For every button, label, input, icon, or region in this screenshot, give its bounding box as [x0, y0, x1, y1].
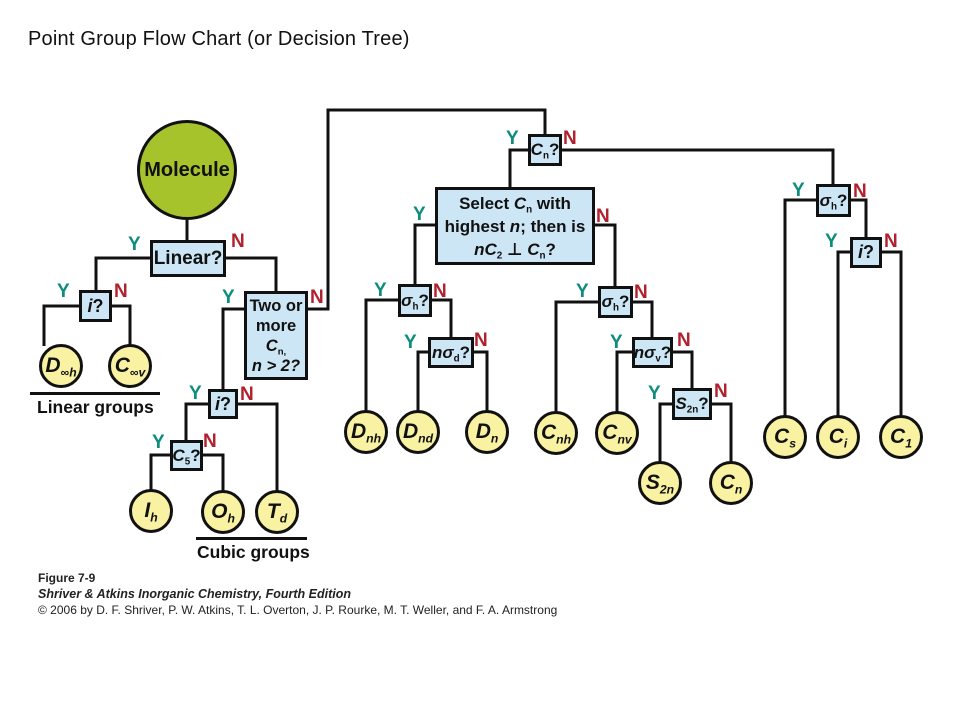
- yes-label: Y: [648, 383, 661, 404]
- decision-n-sigma-d: nσd?: [428, 337, 474, 368]
- figure-number: Figure 7-9: [38, 571, 96, 585]
- no-label: N: [114, 281, 128, 302]
- yes-label: Y: [128, 234, 141, 255]
- result-ci: Ci: [816, 415, 860, 459]
- result-cnv: Cnv: [595, 411, 639, 455]
- result-cn: Cn: [709, 461, 753, 505]
- decision-two-or-more-cn: Two or more Cn, n > 2?: [244, 291, 308, 380]
- decision-inversion-2: i?: [208, 389, 238, 419]
- decision-sigma-h-left: σh?: [398, 284, 432, 317]
- yes-label: Y: [57, 281, 70, 302]
- yes-label: Y: [506, 128, 519, 149]
- result-d-infinity-h: D∞h: [39, 344, 83, 388]
- result-cnh: Cnh: [534, 411, 578, 455]
- no-label: N: [203, 431, 217, 452]
- linear-groups-rule: [30, 392, 160, 395]
- decision-inversion-3: i?: [850, 237, 882, 268]
- no-label: N: [634, 282, 648, 303]
- start-node-molecule: Molecule: [137, 120, 237, 220]
- yes-label: Y: [189, 383, 202, 404]
- result-dnh: Dnh: [344, 410, 388, 454]
- yes-label: Y: [825, 231, 838, 252]
- result-ih: Ih: [129, 489, 173, 533]
- result-s2n: S2n: [638, 461, 682, 505]
- copyright-line: © 2006 by D. F. Shriver, P. W. Atkins, T…: [38, 603, 558, 617]
- no-label: N: [310, 287, 324, 308]
- decision-select-cn-nc2: Select Cn with highest n; then is nC2 ⊥ …: [435, 187, 595, 265]
- result-dn: Dn: [465, 410, 509, 454]
- no-label: N: [433, 281, 447, 302]
- cubic-groups-label: Cubic groups: [197, 542, 310, 562]
- yes-label: Y: [792, 180, 805, 201]
- yes-label: Y: [152, 432, 165, 453]
- decision-linear: Linear?: [150, 240, 226, 277]
- no-label: N: [853, 181, 867, 202]
- cubic-groups-rule: [196, 537, 307, 540]
- no-label: N: [596, 206, 610, 227]
- page-title: Point Group Flow Chart (or Decision Tree…: [28, 28, 410, 50]
- no-label: N: [714, 381, 728, 402]
- decision-s2n: S2n?: [672, 388, 712, 420]
- yes-label: Y: [404, 332, 417, 353]
- result-oh: Oh: [201, 490, 245, 534]
- yes-label: Y: [576, 281, 589, 302]
- decision-n-sigma-v: nσv?: [632, 337, 673, 368]
- no-label: N: [231, 231, 245, 252]
- yes-label: Y: [222, 287, 235, 308]
- yes-label: Y: [413, 204, 426, 225]
- book-title: Shriver & Atkins Inorganic Chemistry, Fo…: [38, 587, 352, 601]
- no-label: N: [240, 384, 254, 405]
- yes-label: Y: [374, 280, 387, 301]
- result-cs: Cs: [763, 415, 807, 459]
- decision-cn: Cn?: [528, 134, 562, 166]
- linear-groups-label: Linear groups: [37, 397, 154, 417]
- no-label: N: [563, 128, 577, 149]
- figure-caption: Figure 7-9 Shriver & Atkins Inorganic Ch…: [38, 571, 557, 617]
- decision-inversion-1: i?: [79, 290, 112, 322]
- no-label: N: [474, 330, 488, 351]
- result-dnd: Dnd: [396, 410, 440, 454]
- decision-sigma-h-right: σh?: [816, 184, 851, 217]
- result-c1: C1: [879, 415, 923, 459]
- decision-sigma-h-mid: σh?: [598, 286, 633, 318]
- result-td: Td: [255, 490, 299, 534]
- yes-label: Y: [610, 332, 623, 353]
- result-c-infinity-v: C∞v: [108, 344, 152, 388]
- no-label: N: [677, 330, 691, 351]
- decision-c5: C5?: [170, 440, 203, 471]
- no-label: N: [884, 231, 898, 252]
